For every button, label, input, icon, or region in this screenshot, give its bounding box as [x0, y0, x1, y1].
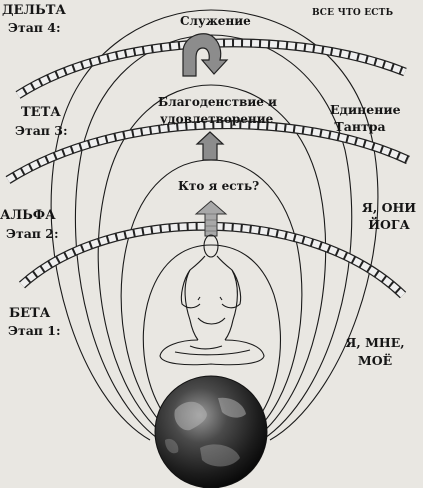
torso-left [184, 269, 199, 341]
label-i-me: Я, МНЕ, [345, 335, 405, 350]
label-yoga: ЙОГА [368, 217, 410, 232]
label-stage-2: Этап 2: [6, 226, 59, 241]
head-arrow [194, 200, 228, 237]
loop-3 [97, 84, 327, 439]
loop-outer [50, 9, 379, 441]
label-service: Служение [180, 14, 251, 28]
label-beta: БЕТА [9, 306, 51, 321]
belly [197, 317, 226, 325]
label-stage-1: Этап 1: [8, 323, 61, 338]
label-delta: ДЕЛЬТА [2, 3, 66, 18]
label-who-am-i: Кто я есть? [178, 179, 260, 193]
hook-arrow [182, 33, 229, 77]
label-bliss-1: Благоденствие и [158, 95, 277, 109]
label-bliss-2: удовлетворение [160, 112, 274, 126]
bliss-arrow [195, 131, 225, 161]
label-stage-3: Этап 3: [15, 123, 68, 138]
arm-left [180, 269, 201, 309]
label-all-that-is: ВСЕ ЧТО ЕСТЬ [312, 8, 394, 18]
label-theta: ТЕТА [21, 105, 61, 120]
label-tantra: Тантра [334, 119, 386, 134]
label-mine: МОЁ [357, 353, 393, 368]
arm-right [221, 269, 242, 309]
label-i-they: Я, ОНИ [361, 200, 417, 215]
legs [159, 339, 265, 366]
meditating-figure [159, 234, 265, 366]
earth-globe [154, 375, 268, 488]
torso-right [224, 269, 238, 341]
head [203, 234, 219, 258]
label-unity: Единение [330, 102, 401, 117]
band-theta [5, 120, 410, 184]
field-loops [50, 9, 379, 441]
label-alpha: АЛЬФА [0, 208, 56, 223]
label-stage-4: Этап 4: [8, 20, 61, 35]
loop-1 [142, 244, 282, 435]
